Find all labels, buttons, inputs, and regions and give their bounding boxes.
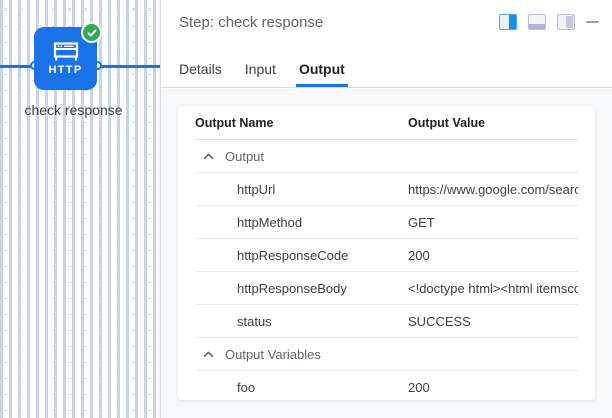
panel-header: Step: check response — [161, 0, 612, 44]
output-name-label: httpMethod — [237, 214, 303, 230]
minimize-icon[interactable] — [586, 21, 599, 23]
output-value-label: 200 — [408, 247, 430, 263]
tab-details[interactable]: Details — [179, 61, 222, 77]
table-group-row[interactable]: Output — [195, 140, 578, 173]
output-name-label: httpResponseBody — [237, 280, 347, 296]
table-row: httpMethod GET — [195, 206, 578, 239]
bottom-panel-icon[interactable] — [528, 14, 546, 30]
output-value-label: <!doctype html><html itemscope=' — [408, 280, 578, 296]
right-panel-icon[interactable] — [557, 14, 575, 30]
node-title-label: check response — [24, 102, 123, 118]
table-row: httpResponseBody <!doctype html><html ite… — [195, 272, 578, 305]
chevron-up-icon[interactable] — [203, 151, 214, 162]
output-name-label: httpResponseCode — [237, 247, 349, 263]
output-table-body: Output httpUrl https://www.google.com/sear… — [195, 140, 578, 400]
tab-output[interactable]: Output — [295, 61, 348, 87]
split-view-icon[interactable] — [499, 14, 517, 30]
panel-tabs: Details Input Output — [161, 44, 612, 88]
output-value-label: SUCCESS — [408, 313, 471, 329]
http-node-label: HTTP — [48, 63, 83, 76]
output-name-label: foo — [237, 380, 256, 395]
output-value-label: 200 — [408, 380, 430, 395]
panel-layout-controls — [499, 14, 599, 30]
panel-title: Step: check response — [179, 13, 324, 31]
table-row: status SUCCESS — [195, 305, 578, 338]
tab-input[interactable]: Input — [244, 61, 276, 77]
step-details-panel: Step: check response Details Input Outpu… — [160, 0, 612, 418]
output-name-label: status — [237, 313, 272, 329]
table-row: foo 200 — [195, 371, 578, 400]
table-row: httpResponseCode 200 — [195, 239, 578, 272]
output-name-label: Output — [225, 148, 265, 164]
output-value-label: GET — [408, 214, 435, 230]
column-header-output-name: Output Name — [195, 115, 274, 130]
http-node-icon — [53, 41, 79, 62]
chevron-up-icon[interactable] — [203, 349, 214, 360]
output-name-label: Output Variables — [225, 346, 321, 362]
table-group-row[interactable]: Output Variables — [195, 338, 578, 371]
output-name-label: httpUrl — [237, 181, 276, 197]
table-header-row: Output Name Output Value — [195, 106, 578, 140]
column-header-output-value: Output Value — [408, 115, 486, 130]
check-circle-icon — [81, 22, 102, 43]
workflow-canvas[interactable]: HTTP check response — [0, 0, 160, 418]
